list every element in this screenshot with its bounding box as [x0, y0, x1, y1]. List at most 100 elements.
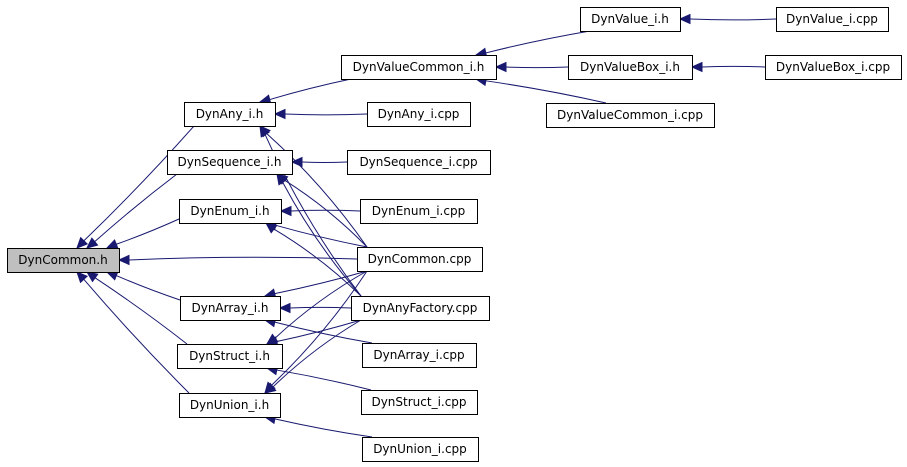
node-dynstruct-i-h[interactable]: DynStruct_i.h — [177, 344, 283, 369]
node-label: DynUnion_i.h — [190, 398, 269, 412]
node-dynvaluecommon-i-h[interactable]: DynValueCommon_i.h — [341, 55, 497, 80]
arrowhead-DynValueBox_i_h-to-DynValueCommon_i_h — [494, 61, 507, 73]
edge-DynValueBox_i_cpp-to-DynValueBox_i_h — [701, 65, 766, 68]
node-label: DynStruct_i.cpp — [371, 395, 466, 409]
node-dynunion-i-cpp[interactable]: DynUnion_i.cpp — [362, 437, 479, 462]
edge-DynStruct_i_h-to-DynCommon_h — [94, 277, 188, 345]
arrowhead-DynCommon_cpp-to-DynCommon_h — [117, 254, 130, 266]
node-box — [351, 296, 490, 321]
node-box — [362, 437, 479, 462]
edge-DynCommon_cpp-to-DynEnum_i_h — [275, 224, 368, 248]
arrowhead-DynAnyFactory_cpp-to-DynAny_i_h — [259, 124, 270, 138]
edge-DynCommon_cpp-to-DynSequence_i_h — [284, 179, 368, 248]
node-box — [357, 247, 483, 272]
node-label: DynAny_i.cpp — [378, 107, 460, 121]
edge-DynUnion_i_cpp-to-DynUnion_i_h — [274, 418, 373, 438]
node-box — [184, 102, 276, 127]
node-dynenum-i-cpp[interactable]: DynEnum_i.cpp — [360, 199, 478, 224]
node-dynvaluebox-i-cpp[interactable]: DynValueBox_i.cpp — [765, 55, 902, 80]
edge-DynArray_i_h-to-DynCommon_h — [116, 275, 181, 301]
node-box — [179, 393, 281, 418]
edge-DynEnum_i_h-to-DynCommon_h — [116, 218, 180, 245]
node-dynunion-i-h[interactable]: DynUnion_i.h — [179, 393, 281, 418]
node-dynany-i-cpp[interactable]: DynAny_i.cpp — [367, 102, 471, 127]
node-box — [568, 55, 693, 80]
arrowhead-DynEnum_i_h-to-DynCommon_h — [105, 239, 119, 249]
node-dynarray-i-h[interactable]: DynArray_i.h — [180, 296, 281, 321]
node-label: DynSequence_i.cpp — [359, 155, 477, 169]
edge-DynSequence_i_h-to-DynCommon_h — [94, 173, 178, 243]
node-label: DynEnum_i.h — [190, 204, 269, 218]
node-label: DynAnyFactory.cpp — [363, 301, 478, 315]
edge-DynCommon_cpp-to-DynUnion_i_h — [271, 270, 368, 386]
node-box — [167, 150, 293, 175]
node-box — [362, 343, 477, 368]
node-box — [367, 102, 471, 127]
node-box — [361, 390, 478, 415]
node-dynvaluecommon-i-cpp[interactable]: DynValueCommon_i.cpp — [546, 103, 715, 128]
node-dynvalue-i-h[interactable]: DynValue_i.h — [580, 7, 681, 32]
node-dynanyfactory-cpp[interactable]: DynAnyFactory.cpp — [351, 296, 490, 321]
node-label: DynValueCommon_i.h — [353, 60, 485, 74]
node-box — [360, 199, 478, 224]
node-label: DynValueBox_i.h — [580, 60, 680, 74]
edge-DynValueCommon_i_cpp-to-DynValueCommon_i_h — [485, 80, 607, 104]
edge-DynEnum_i_cpp-to-DynEnum_i_h — [290, 209, 361, 212]
edge-DynAnyFactory_cpp-to-DynStruct_i_h — [276, 319, 362, 343]
arrowhead-DynAny_i_h-to-DynCommon_h — [76, 236, 89, 249]
node-label: DynEnum_i.cpp — [372, 204, 465, 218]
edge-DynAny_i_h-to-DynCommon_h — [83, 125, 195, 242]
arrowhead-DynAnyFactory_cpp-to-DynUnion_i_h — [264, 382, 277, 394]
edges-layer — [76, 13, 777, 438]
edge-DynCommon_cpp-to-DynAny_i_h — [266, 133, 368, 248]
node-dyncommon-h[interactable]: DynCommon.h — [7, 248, 120, 273]
node-label: DynValue_i.cpp — [786, 12, 878, 26]
edge-DynStruct_i_cpp-to-DynStruct_i_h — [276, 369, 372, 391]
node-dynvaluebox-i-h[interactable]: DynValueBox_i.h — [568, 55, 693, 80]
node-dyncommon-cpp[interactable]: DynCommon.cpp — [357, 247, 483, 272]
node-label: DynValue_i.h — [591, 12, 669, 26]
node-dynsequence-i-cpp[interactable]: DynSequence_i.cpp — [347, 150, 491, 175]
node-label: DynAny_i.h — [196, 107, 264, 121]
arrowhead-DynAny_i_cpp-to-DynAny_i_h — [273, 108, 286, 120]
node-box — [177, 344, 283, 369]
nodes-layer: DynCommon.h DynAny_i.hDynSequence_i.hDynE… — [7, 7, 902, 462]
node-label: DynCommon.cpp — [368, 252, 472, 266]
edge-DynUnion_i_h-to-DynCommon_h — [83, 279, 190, 394]
arrowhead-DynUnion_i_h-to-DynCommon_h — [76, 271, 89, 284]
node-dynsequence-i-h[interactable]: DynSequence_i.h — [167, 150, 293, 175]
node-box — [546, 103, 715, 128]
node-label: DynValueBox_i.cpp — [776, 60, 890, 74]
node-box — [179, 199, 282, 224]
arrowhead-DynValue_i_cpp-to-DynValue_i_h — [678, 13, 691, 25]
node-dynenum-i-h[interactable]: DynEnum_i.h — [179, 199, 282, 224]
node-box — [180, 296, 281, 321]
edge-DynValue_i_h-to-DynValueCommon_i_h — [485, 30, 591, 54]
edge-DynValue_i_cpp-to-DynValue_i_h — [689, 18, 777, 21]
node-box — [580, 7, 681, 32]
node-label: DynUnion_i.cpp — [373, 442, 467, 456]
edge-DynAnyFactory_cpp-to-DynEnum_i_h — [273, 228, 362, 297]
arrowhead-DynAnyFactory_cpp-to-DynEnum_i_h — [265, 222, 278, 234]
arrowhead-DynSequence_i_h-to-DynCommon_h — [86, 237, 99, 249]
edge-DynAnyFactory_cpp-to-DynUnion_i_h — [272, 319, 362, 388]
edge-DynCommon_cpp-to-DynCommon_h — [128, 256, 358, 261]
node-dynany-i-h[interactable]: DynAny_i.h — [184, 102, 276, 127]
edge-DynCommon_cpp-to-DynArray_i_h — [274, 270, 368, 295]
node-box — [347, 150, 491, 175]
edge-DynAnyFactory_cpp-to-DynArray_i_h — [289, 306, 352, 309]
node-label: DynArray_i.cpp — [373, 348, 464, 362]
node-label: DynValueCommon_i.cpp — [557, 108, 703, 122]
node-dynarray-i-cpp[interactable]: DynArray_i.cpp — [362, 343, 477, 368]
node-label: DynSequence_i.h — [178, 155, 282, 169]
node-box — [341, 55, 497, 80]
edge-DynArray_i_cpp-to-DynArray_i_h — [274, 321, 373, 344]
edge-DynAnyFactory_cpp-to-DynSequence_i_h — [282, 182, 362, 297]
node-dynvalue-i-cpp[interactable]: DynValue_i.cpp — [776, 7, 889, 32]
node-box — [7, 248, 120, 273]
node-dynstruct-i-cpp[interactable]: DynStruct_i.cpp — [361, 390, 478, 415]
arrowhead-DynAnyFactory_cpp-to-DynSequence_i_h — [276, 172, 288, 186]
arrowhead-DynEnum_i_cpp-to-DynEnum_i_h — [279, 205, 292, 217]
node-label: DynArray_i.h — [191, 301, 268, 315]
